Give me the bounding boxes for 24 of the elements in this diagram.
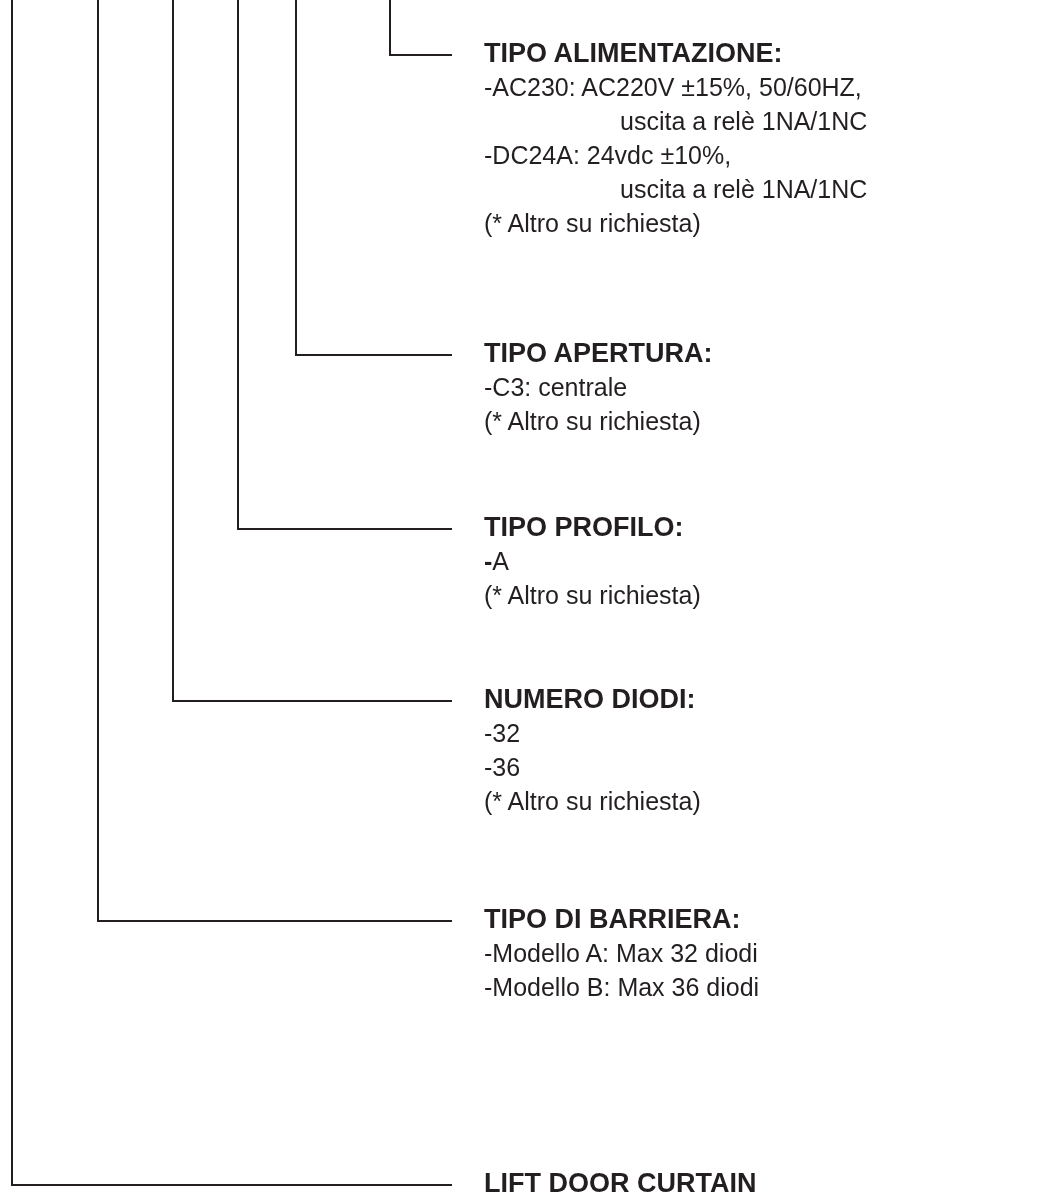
option-text: -32: [484, 718, 522, 749]
section-heading: LIFT DOOR CURTAIN: [484, 1167, 757, 1200]
option-text: -C3: centrale: [484, 372, 629, 403]
leader-line: [295, 0, 453, 356]
option-text: -Modello A: Max 32 diodi: [484, 938, 759, 969]
section-heading: TIPO DI BARRIERA:: [484, 903, 742, 936]
option-text: (* Altro su richiesta): [484, 208, 702, 239]
option-text: -A: [484, 546, 510, 577]
option-text: -Modello B: Max 36 diodi: [484, 972, 760, 1003]
leader-line: [11, 0, 453, 1186]
leader-line: [389, 0, 453, 56]
section-heading: TIPO APERTURA:: [484, 337, 713, 370]
leader-line: [97, 0, 453, 922]
option-text: -36: [484, 752, 522, 783]
option-text: -AC230: AC220V ±15%, 50/60HZ, uscita a relè 1NA/1NC: [484, 72, 868, 137]
option-text: -DC24A: 24vdc ±10%, uscita a relè 1NA/1NC: [484, 140, 868, 205]
option-text: (* Altro su richiesta): [484, 786, 701, 817]
section-heading: TIPO PROFILO:: [484, 511, 685, 544]
option-text: (* Altro su richiesta): [484, 580, 701, 611]
option-text: (* Altro su richiesta): [484, 406, 702, 437]
leader-line: [172, 0, 453, 702]
section-heading: TIPO ALIMENTAZIONE:: [484, 37, 784, 70]
leader-line: [237, 0, 453, 530]
section-heading: NUMERO DIODI:: [484, 683, 697, 716]
